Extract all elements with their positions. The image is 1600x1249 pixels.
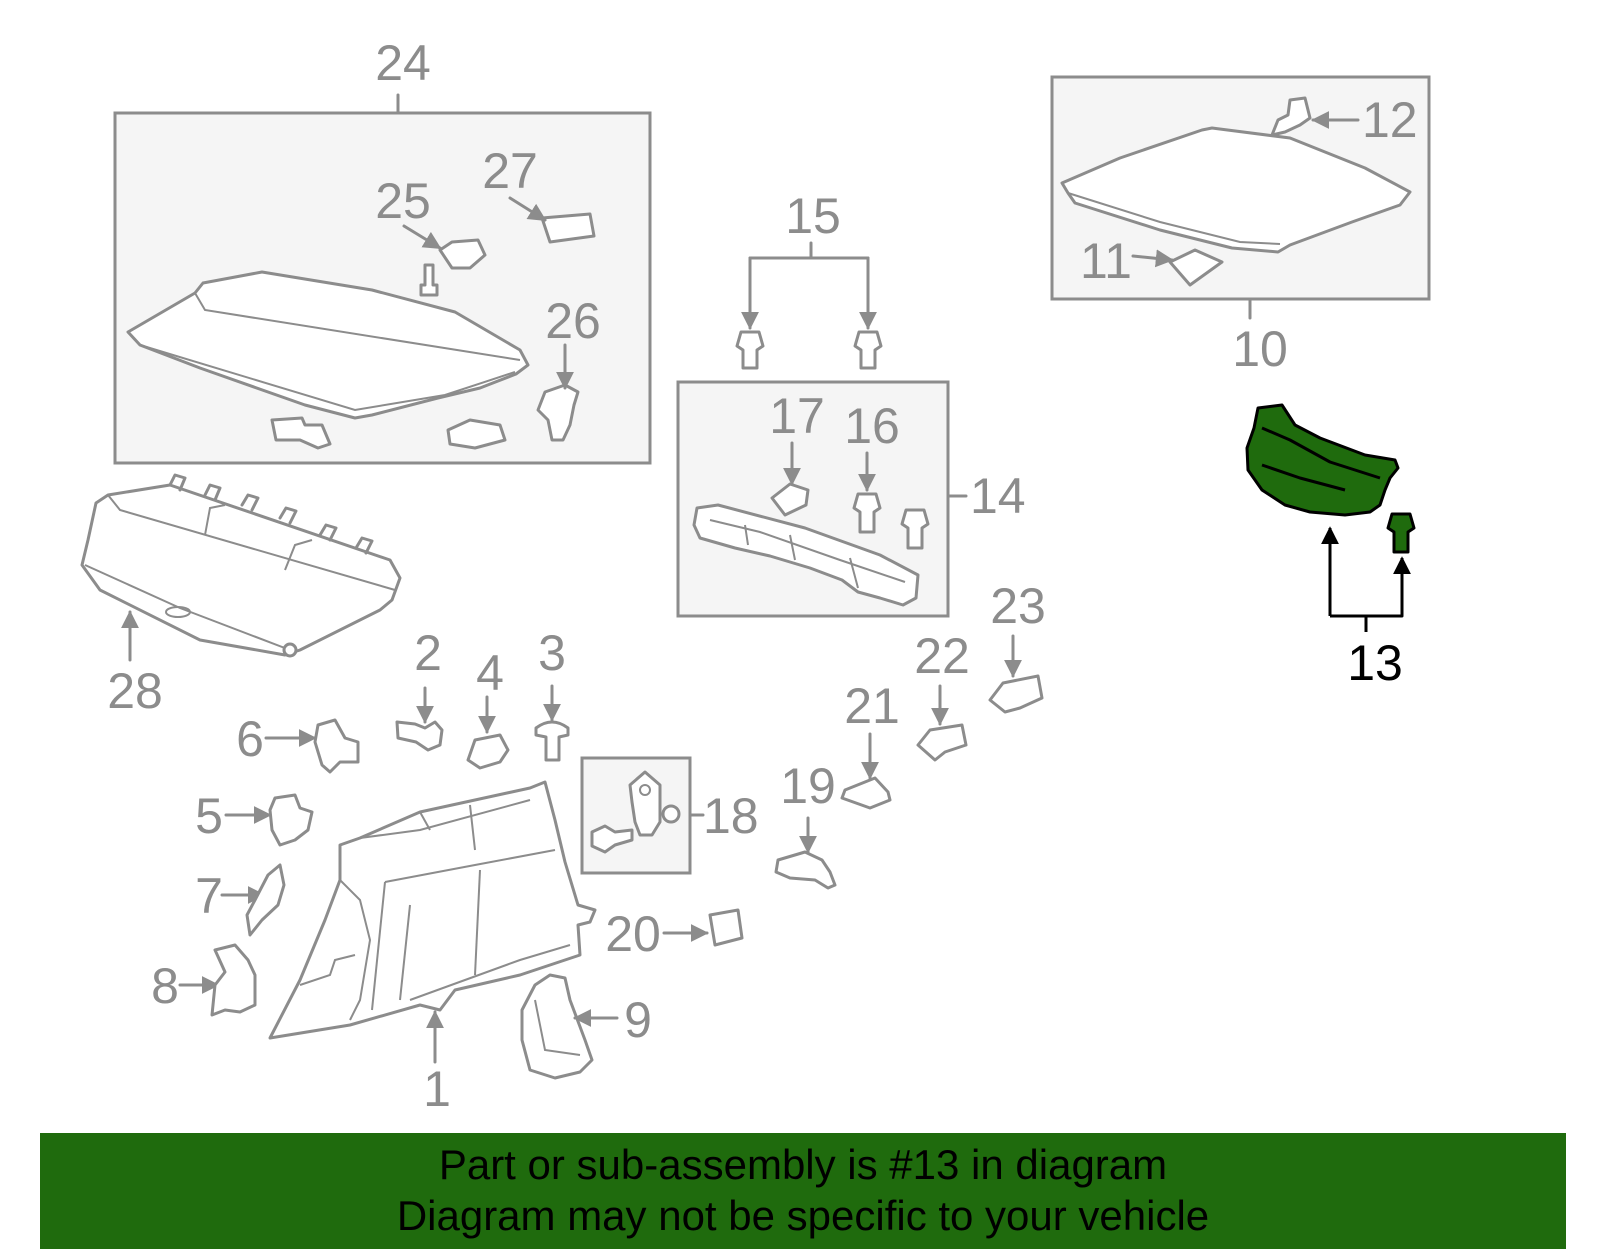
callout-28: 28 bbox=[107, 663, 163, 719]
callout-8: 8 bbox=[151, 958, 179, 1014]
bolt-part-13[interactable] bbox=[1386, 512, 1416, 554]
small-clips-right bbox=[662, 634, 1044, 947]
bolt-part-18 bbox=[590, 824, 634, 854]
callout-3: 3 bbox=[538, 625, 566, 681]
bolt-part-14 bbox=[900, 508, 930, 550]
callout-14: 14 bbox=[970, 468, 1026, 524]
banner-line-2: Diagram may not be specific to your vehi… bbox=[396, 1192, 1210, 1239]
callout-19: 19 bbox=[780, 758, 836, 814]
callout-16: 16 bbox=[844, 398, 900, 454]
callout-27: 27 bbox=[482, 143, 538, 199]
callout-22: 22 bbox=[914, 628, 970, 684]
bolt-part-16 bbox=[852, 492, 882, 534]
cargo-cover-bracket-left bbox=[270, 416, 332, 450]
tie-down-group-18 bbox=[580, 756, 705, 875]
hook-part-12 bbox=[1270, 96, 1312, 137]
callout-17: 17 bbox=[769, 388, 825, 444]
bolt-part-15-left bbox=[735, 330, 765, 370]
tonneau-cover-28 bbox=[80, 473, 402, 662]
callout-4: 4 bbox=[476, 645, 504, 701]
bracket-part-13[interactable] bbox=[1245, 403, 1400, 517]
callout-13[interactable]: 13 bbox=[1347, 635, 1403, 691]
callout-21: 21 bbox=[844, 678, 900, 734]
callout-5: 5 bbox=[195, 788, 223, 844]
callout-1: 1 bbox=[423, 1061, 451, 1117]
pushpin-part-3 bbox=[534, 720, 570, 762]
callout-18: 18 bbox=[703, 788, 759, 844]
clip-part-4 bbox=[466, 733, 510, 770]
clip-part-19 bbox=[774, 850, 837, 890]
callout-23: 23 bbox=[990, 578, 1046, 634]
bolt-part-25 bbox=[419, 263, 439, 297]
sill-trim-group bbox=[676, 241, 968, 618]
callout-labels: 24 27 25 26 15 17 16 14 12 11 10 13 28 2… bbox=[107, 35, 1417, 1117]
callout-12: 12 bbox=[1362, 92, 1418, 148]
bracket-part-9 bbox=[520, 973, 619, 1080]
clip-part-17 bbox=[770, 482, 810, 517]
callout-15: 15 bbox=[785, 188, 841, 244]
clip-part-11 bbox=[1168, 248, 1224, 287]
floor-board-group bbox=[1050, 75, 1431, 320]
callout-11: 11 bbox=[1080, 233, 1132, 289]
callout-2: 2 bbox=[414, 625, 442, 681]
info-banner: Part or sub-assembly is #13 in diagram D… bbox=[40, 1133, 1566, 1249]
quarter-trim-panel-1 bbox=[268, 780, 597, 1064]
small-fasteners bbox=[178, 684, 570, 1017]
callout-26: 26 bbox=[545, 293, 601, 349]
bolt-part-15-right bbox=[853, 330, 883, 370]
bolt-part-2 bbox=[395, 720, 444, 752]
callout-10: 10 bbox=[1232, 321, 1288, 377]
cargo-cover-panel bbox=[126, 270, 530, 420]
clip-part-22 bbox=[916, 723, 968, 762]
clip-part-21 bbox=[840, 776, 892, 810]
tie-down-hook-18 bbox=[628, 770, 662, 837]
bracket-part-6 bbox=[313, 718, 360, 774]
callout-25: 25 bbox=[375, 173, 431, 229]
cargo-cover-bracket-right bbox=[446, 418, 507, 450]
bracket-part-8 bbox=[210, 943, 257, 1017]
bracket-part-7 bbox=[245, 863, 286, 937]
bracket-part-5 bbox=[268, 793, 314, 847]
washer-part-18 bbox=[661, 804, 681, 824]
cap-part-20 bbox=[708, 908, 744, 947]
callout-20: 20 bbox=[605, 906, 661, 962]
hook-part-25 bbox=[438, 238, 487, 270]
clip-part-23 bbox=[988, 674, 1044, 714]
callout-24: 24 bbox=[375, 35, 431, 91]
callout-9: 9 bbox=[624, 992, 652, 1048]
cap-part-27 bbox=[540, 212, 596, 244]
banner-line-1: Part or sub-assembly is #13 in diagram bbox=[438, 1141, 1168, 1188]
cargo-cover-kit-group bbox=[113, 93, 652, 465]
callout-6: 6 bbox=[236, 711, 264, 767]
floor-board-part-10 bbox=[1060, 126, 1412, 254]
highlighted-part-13[interactable] bbox=[1245, 403, 1416, 632]
callout-7: 7 bbox=[195, 868, 223, 924]
